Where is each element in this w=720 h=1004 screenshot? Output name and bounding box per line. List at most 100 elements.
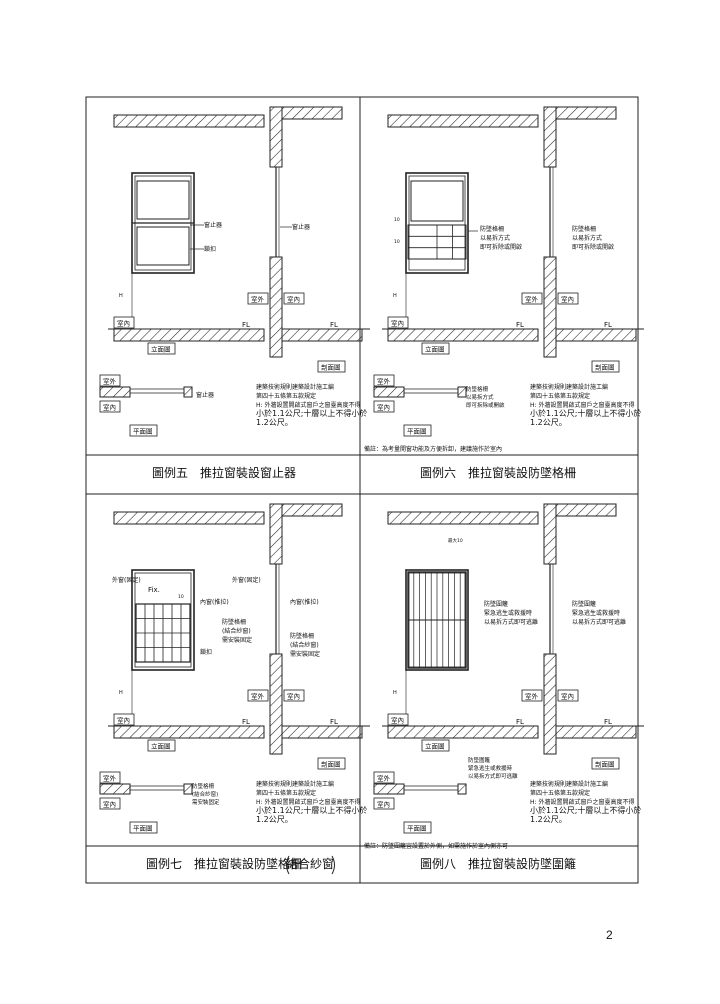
indoor-label: 室內: [391, 319, 404, 328]
section-lower-wall: [269, 653, 283, 755]
plan-callout: 以易拆方式即可逃離: [468, 772, 518, 780]
elevation-title-box: [421, 342, 450, 355]
h-dimension: H: [393, 293, 397, 299]
code-note: H: 外牆設置開啟式窗戶之窗臺高度不得: [530, 798, 634, 806]
section-title-box: [591, 360, 620, 373]
ceiling-slab: [387, 511, 539, 525]
panel-caption: 圖例六 推拉窗裝設防墜格柵: [420, 465, 576, 480]
grille-callout: 防墜格柵: [480, 225, 504, 233]
window-frame: [131, 569, 195, 671]
plan-wall-left: [373, 386, 405, 398]
remark: 備註：防墜圍籬宜設置於外側，如需施作於室內側亦可: [364, 842, 508, 850]
plan-wall-right: [183, 783, 193, 795]
outdoor-label: 室外: [251, 692, 265, 701]
plan-indoor-label-box: [99, 797, 121, 810]
grille-callout: (結合紗窗): [222, 627, 251, 635]
plan-title-box: [403, 424, 432, 437]
indoor-label-box: [387, 713, 409, 726]
fl-label: FL: [242, 321, 250, 329]
code-note: 第四十五條第五款規定: [530, 392, 590, 400]
fl-label-section: FL: [604, 321, 612, 329]
panel-6: H室內立面圖FL室外室內FL剖面圖防墜格柵以易拆方式即可拆除或開啟防墜格柵以易拆…: [364, 106, 644, 480]
inner-window-callout: 內窗(推拉): [200, 598, 229, 606]
section-title: 剖面圖: [321, 363, 341, 372]
indoor-label-section-box: [283, 292, 305, 305]
plan-outdoor-label-box: [373, 771, 395, 784]
grille-section-callout: 即可拆除或開啟: [572, 243, 614, 251]
grille-section-callout: 防墜格柵: [572, 225, 596, 233]
indoor-label: 室內: [117, 319, 130, 328]
plan-wall-right: [457, 783, 467, 795]
plan-title: 平面圖: [407, 825, 427, 833]
plan-indoor-label: 室內: [377, 800, 390, 809]
plan-title: 平面圖: [407, 428, 427, 436]
elevation-title: 立面圖: [425, 742, 445, 751]
paren-right: [331, 855, 335, 875]
window-frame: [405, 172, 469, 274]
h-dimension: H: [119, 293, 123, 299]
section-title-box: [317, 360, 346, 373]
plan-outdoor-label: 室外: [103, 377, 117, 386]
indoor-label-section: 室內: [287, 295, 300, 304]
plan-wall-right: [457, 386, 467, 398]
section-title: 剖面圖: [321, 760, 341, 769]
plan-callout: 防墜圍籬: [468, 756, 491, 764]
section-beam: [281, 503, 343, 517]
plan-indoor-label: 室內: [103, 403, 116, 412]
code-note: H: 外牆設置開啟式窗戶之窗臺高度不得: [256, 401, 360, 409]
plan-indoor-label-box: [373, 797, 395, 810]
grille-callout: 需安裝固定: [222, 636, 252, 644]
elevation-title-box: [147, 342, 176, 355]
page-number: 2: [606, 928, 613, 942]
remark: 備註：為考量開窗功能及方便拆卸，建議施作於室內: [364, 445, 502, 453]
plan-title-box: [403, 821, 432, 834]
plan-outdoor-label: 室外: [103, 774, 117, 783]
plan-outdoor-label: 室外: [377, 774, 391, 783]
section-upper-wall: [543, 106, 557, 168]
code-note: H: 外牆設置開啟式窗戶之窗臺高度不得: [256, 798, 360, 806]
plan-title: 平面圖: [133, 825, 153, 833]
plan-callout: 防墜格柵: [192, 782, 215, 790]
plan-wall-left: [99, 783, 131, 795]
outdoor-label: 室外: [525, 295, 539, 304]
plan-callout: 以易拆方式: [466, 393, 494, 401]
section-floor: [555, 725, 637, 739]
h-dimension: H: [119, 690, 123, 696]
section-floor: [281, 328, 363, 342]
plan-outdoor-label-box: [99, 374, 121, 387]
plan-callout: 防墜格柵: [466, 385, 489, 393]
section-floor: [281, 725, 363, 739]
panel-caption: 圖例八 推拉窗裝設防墜圍籬: [420, 856, 576, 871]
section-title-box: [317, 757, 346, 770]
code-note: 建築技術規則建築設計施工編: [530, 383, 608, 391]
panel-caption-paren: 結合紗窗: [286, 856, 334, 871]
code-note: 小於1.1公尺;十層以上不得小於: [530, 408, 641, 418]
panel-5: H室內立面圖FL室外室內FL剖面圖窗止器鎖扣窗止器室外室內平面圖窗止器建築技術規…: [99, 106, 370, 480]
fl-label-section: FL: [330, 718, 338, 726]
plan-indoor-label: 室內: [377, 403, 390, 412]
indoor-label-section-box: [283, 689, 305, 702]
floor-slab: [113, 725, 265, 739]
outdoor-label: 室外: [525, 692, 539, 701]
upper-sash: [410, 180, 464, 222]
indoor-label: 室內: [391, 716, 404, 725]
plan-callout: 緊急逃生或救援時: [468, 764, 513, 772]
stopper-section-callout: 窗止器: [292, 223, 310, 231]
indoor-label: 室內: [117, 716, 130, 725]
outdoor-label-box: [521, 292, 543, 305]
max-ten-mark: 最大10: [448, 537, 463, 544]
code-note: 1.2公尺。: [530, 815, 567, 824]
fence-callout: 防墜圍籬: [484, 600, 508, 608]
code-note: 第四十五條第五款規定: [256, 789, 316, 797]
section-title: 剖面圖: [595, 363, 615, 372]
fl-label-section: FL: [330, 321, 338, 329]
fl-label: FL: [516, 718, 524, 726]
grille-section-callout: 以易拆方式: [572, 234, 602, 242]
code-note: 第四十五條第五款規定: [530, 789, 590, 797]
fence-callout: 緊急逃生或救援時: [484, 609, 532, 617]
ceiling-slab: [113, 114, 265, 128]
plan-indoor-label-box: [373, 400, 395, 413]
grille-section-callout: 需安裝固定: [290, 650, 320, 658]
indoor-label-section-box: [557, 689, 579, 702]
fl-label: FL: [516, 321, 524, 329]
